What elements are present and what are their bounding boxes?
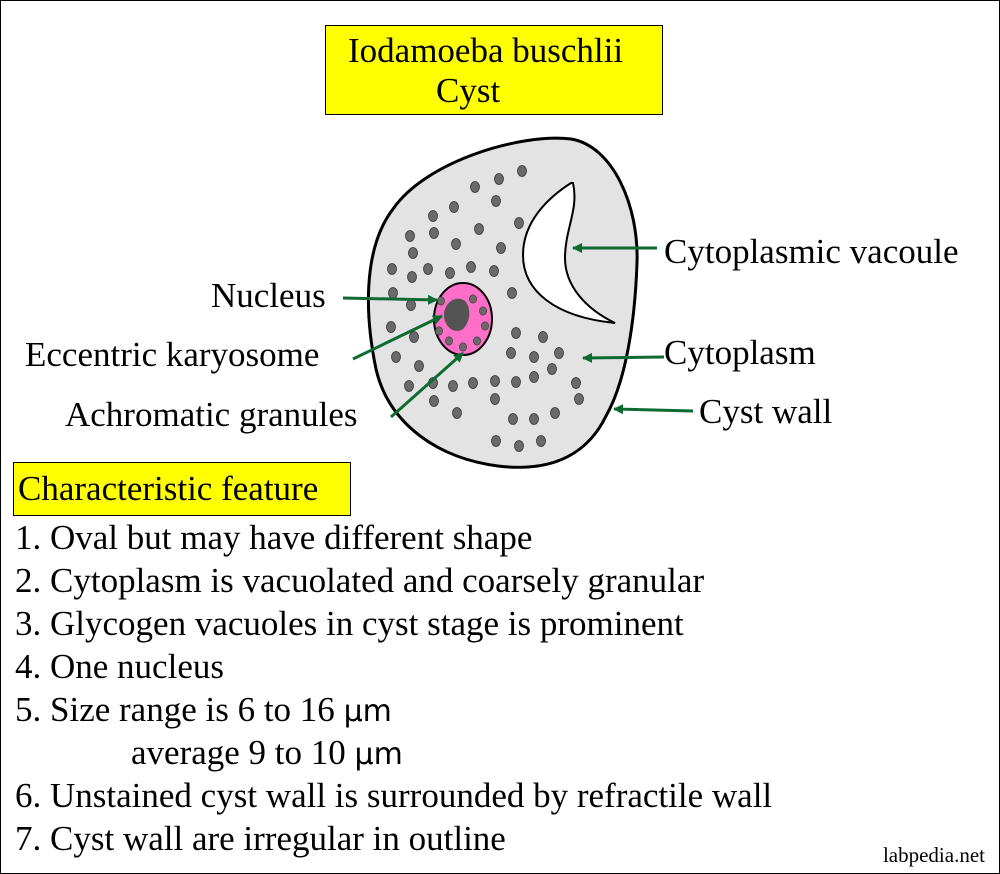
source-credit: labpedia.net xyxy=(882,843,985,867)
cytoplasm-granule xyxy=(404,380,414,392)
cytoplasm-granule xyxy=(386,321,396,333)
feature-unit: µm xyxy=(343,694,392,729)
achromatic-granule xyxy=(445,336,453,346)
cytoplasm-granule xyxy=(451,238,461,250)
label-cytoplasm: Cytoplasm xyxy=(664,333,816,372)
cytoplasm-granule xyxy=(507,287,517,299)
cytoplasm-granule xyxy=(428,210,438,222)
feature-text: 2. Cytoplasm is vacuolated and coarsely … xyxy=(15,561,705,600)
feature-text: 3. Glycogen vacuoles in cyst stage is pr… xyxy=(15,604,684,643)
arrow-karyosome xyxy=(352,314,443,361)
label-eccentric-karyosome: Eccentric karyosome xyxy=(25,335,320,374)
cytoplasm-granule xyxy=(474,223,484,235)
feature-item: 3. Glycogen vacuoles in cyst stage is pr… xyxy=(15,602,772,645)
label-cyst-wall: Cyst wall xyxy=(699,392,833,431)
features-list: 1. Oval but may have different shape 2. C… xyxy=(15,516,772,860)
cytoplasm-granule xyxy=(388,287,398,299)
cytoplasm-granule xyxy=(550,407,560,419)
cytoplasm-granule xyxy=(496,242,506,254)
cytoplasm-granule xyxy=(387,263,397,275)
cytoplasm-granule xyxy=(517,165,527,177)
label-arrows xyxy=(342,243,694,419)
feature-item: 5. Size range is 6 to 16 µm xyxy=(15,688,772,731)
cytoplasm-granule xyxy=(506,347,516,359)
cytoplasm-granule xyxy=(491,435,501,447)
cytoplasm-granule xyxy=(407,271,417,283)
cytoplasm-granule xyxy=(571,377,581,389)
cytoplasm-granule xyxy=(494,173,504,185)
features-heading: Characteristic feature xyxy=(13,462,351,516)
feature-text: 7. Cyst wall are irregular in outline xyxy=(15,819,506,858)
feature-text: 1. Oval but may have different shape xyxy=(15,518,533,557)
arrow-nucleus xyxy=(342,294,438,305)
feature-text: 4. One nucleus xyxy=(15,647,224,686)
cytoplasm-granule xyxy=(405,230,415,242)
cytoplasm-granule xyxy=(448,380,458,392)
achromatic-granules xyxy=(435,294,489,352)
cytoplasm-granule xyxy=(536,435,546,447)
achromatic-granule xyxy=(469,294,477,304)
cytoplasm-granule xyxy=(429,227,439,239)
cytoplasm-granule xyxy=(409,331,419,343)
feature-item: average 9 to 10 µm xyxy=(15,731,772,774)
label-cytoplasmic-vacuole: Cytoplasmic vacoule xyxy=(664,232,959,271)
cytoplasm-granule xyxy=(449,201,459,213)
achromatic-granule xyxy=(479,306,487,316)
cytoplasm-granule xyxy=(490,375,500,387)
arrow-granules xyxy=(390,351,464,419)
cytoplasm-granule xyxy=(414,360,424,372)
cytoplasm-granule xyxy=(408,247,418,259)
cytoplasm-granule xyxy=(508,413,518,425)
cytoplasm-granule xyxy=(554,347,564,359)
title-stage: Cyst xyxy=(436,71,501,110)
achromatic-granule xyxy=(481,321,489,331)
achromatic-granule xyxy=(437,296,445,306)
cytoplasm-granule xyxy=(514,440,524,452)
cytoplasm-granule xyxy=(574,393,584,405)
cytoplasm-granule xyxy=(452,407,462,419)
cytoplasm-granule xyxy=(511,327,521,339)
eccentric-karyosome xyxy=(443,298,470,332)
cytoplasm-granule xyxy=(470,181,480,193)
cytoplasm-granule xyxy=(391,351,401,363)
cytoplasm-granule xyxy=(491,195,501,207)
label-nucleus: Nucleus xyxy=(211,276,326,315)
feature-unit: µm xyxy=(354,737,403,772)
feature-text: average 9 to 10 xyxy=(131,733,355,772)
cytoplasm-granule xyxy=(466,261,476,273)
achromatic-granule xyxy=(459,342,467,352)
cytoplasm-granule xyxy=(547,363,557,375)
label-achromatic-granules: Achromatic granules xyxy=(65,395,358,434)
feature-text: 5. Size range is 6 to 16 xyxy=(15,690,344,729)
cytoplasm-granule xyxy=(429,395,439,407)
cytoplasm-granule xyxy=(468,377,478,389)
cytoplasm-granules xyxy=(386,165,584,452)
cytoplasm-granule xyxy=(445,267,455,279)
title-box: Iodamoeba buschlii Cyst xyxy=(325,25,663,115)
arrow-cyst-wall xyxy=(613,404,694,415)
feature-item: 4. One nucleus xyxy=(15,645,772,688)
feature-item: 2. Cytoplasm is vacuolated and coarsely … xyxy=(15,559,772,602)
cytoplasm-granule xyxy=(514,217,524,229)
feature-item: 7. Cyst wall are irregular in outline xyxy=(15,817,772,860)
cytoplasm-granule xyxy=(529,413,539,425)
feature-item: 6. Unstained cyst wall is surrounded by … xyxy=(15,774,772,817)
achromatic-granule xyxy=(473,336,481,346)
cytoplasm-granule xyxy=(423,263,433,275)
cytoplasm-granule xyxy=(490,393,500,405)
feature-item: 1. Oval but may have different shape xyxy=(15,516,772,559)
achromatic-granule xyxy=(435,326,443,336)
feature-text: 6. Unstained cyst wall is surrounded by … xyxy=(15,776,773,815)
cytoplasmic-vacuole xyxy=(521,182,616,324)
arrow-cytoplasm xyxy=(582,352,665,363)
cytoplasm-granule xyxy=(529,351,539,363)
cytoplasm-granule xyxy=(406,299,416,311)
cytoplasm-granule xyxy=(538,331,548,343)
cytoplasm-granule xyxy=(529,371,539,383)
title-organism: Iodamoeba buschlii xyxy=(348,31,624,70)
cytoplasm-granule xyxy=(511,376,521,388)
cytoplasm-granule xyxy=(489,265,499,277)
